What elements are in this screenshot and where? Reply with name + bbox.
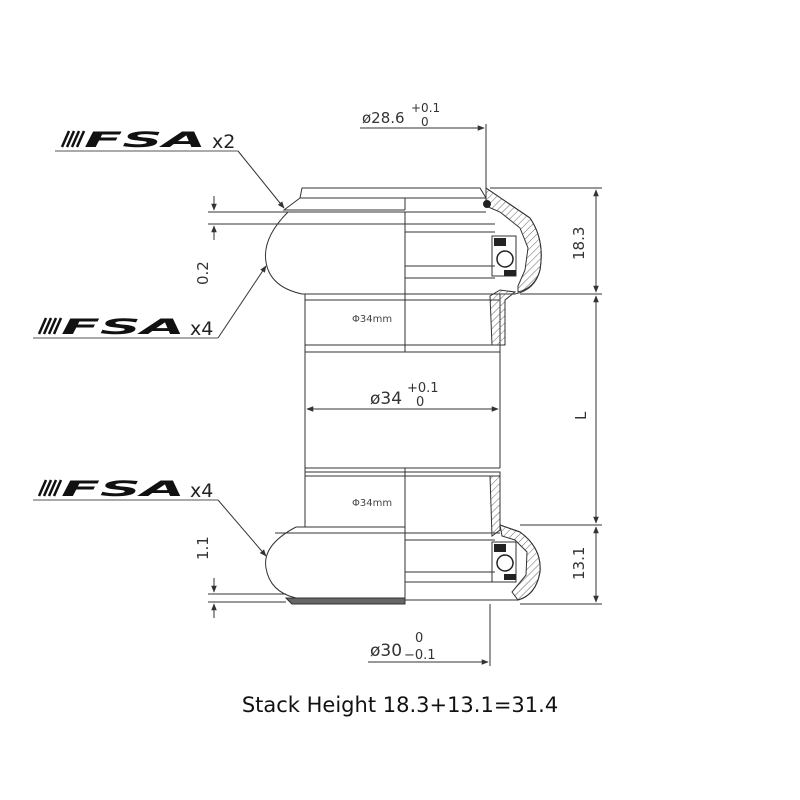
upper-assembly: [264, 187, 542, 353]
dim-bottom-stack: 13.1: [570, 547, 588, 580]
dim-top-stack: 18.3: [570, 227, 588, 260]
upper-bearing: [483, 200, 517, 277]
dim-bottom-diameter: ø30: [370, 641, 402, 661]
dim-mid-tol-minus: 0: [416, 395, 424, 410]
dim-mid-tol-plus: +0.1: [407, 381, 439, 396]
brand-logo-text: FSA: [61, 477, 185, 501]
cup-size-lower: Φ34mm: [352, 498, 392, 509]
cup-size-upper: Φ34mm: [352, 314, 392, 325]
dim-lower-gap: 1.1: [194, 536, 212, 560]
dim-top-diameter: ø28.6: [362, 109, 405, 127]
dim-mid-diameter: ø34: [370, 389, 402, 409]
logo-lower: FSA: [37, 477, 185, 501]
dim-top-tol-plus: +0.1: [411, 101, 440, 115]
qty-label-cup: x2: [212, 131, 235, 153]
dim-bot-tol-plus: 0: [415, 631, 423, 646]
lower-bearing: [491, 541, 517, 583]
leader-lines: [217, 150, 285, 557]
dim-length: L: [572, 411, 590, 420]
brand-logo-text: FSA: [61, 315, 185, 339]
logo-cup: FSA: [60, 128, 206, 152]
dim-top-tol-minus: 0: [421, 115, 429, 129]
qty-label-lower: x4: [190, 480, 213, 502]
dimension-lines: [208, 124, 602, 666]
stack-height-caption: Stack Height 18.3+13.1=31.4: [241, 693, 559, 717]
qty-label-upper: x4: [190, 318, 213, 340]
dim-upper-gap: 0.2: [194, 261, 212, 285]
brand-logo-text: FSA: [84, 128, 206, 152]
logo-upper: FSA: [37, 315, 185, 339]
dim-bot-tol-minus: −0.1: [404, 648, 436, 663]
